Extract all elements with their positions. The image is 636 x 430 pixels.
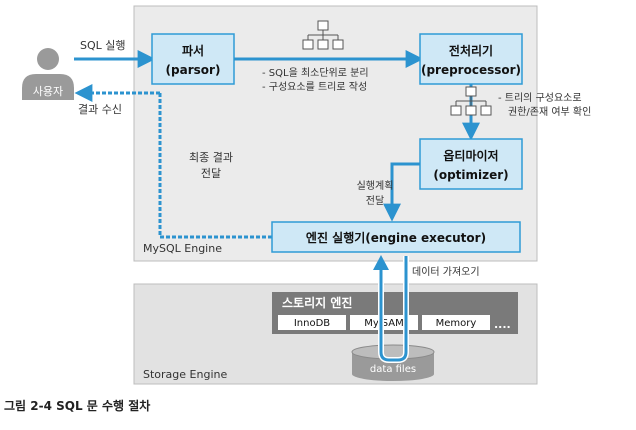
preprocessor-box bbox=[419, 33, 523, 85]
preprocessor-subtitle: (preprocessor) bbox=[421, 63, 521, 77]
data-files-label: data files bbox=[370, 364, 416, 375]
engine-memory-label: Memory bbox=[436, 318, 477, 329]
final-result-path bbox=[158, 93, 272, 239]
result-receive-label: 결과 수신 bbox=[78, 103, 122, 116]
final-result-label-line1: 최종 결과 bbox=[189, 151, 233, 164]
parser-title: 파서 bbox=[182, 43, 204, 58]
engine-memory-box bbox=[422, 315, 490, 330]
parser-note-1: - SQL을 최소단위로 분리 bbox=[262, 66, 369, 79]
engine-more-label: .... bbox=[494, 318, 511, 331]
parser-note-2: - 구성요소를 트리로 작성 bbox=[262, 81, 367, 93]
optimizer-to-executor-arrow bbox=[383, 162, 420, 222]
preprocessor-note-2: 권한/존재 여부 확인 bbox=[508, 106, 591, 118]
figure-caption: 그림 2-4 SQL 문 수행 절차 bbox=[4, 398, 150, 413]
tree-icon bbox=[450, 86, 492, 116]
fetch-data-arrowhead bbox=[373, 255, 389, 270]
engine-innodb-label: InnoDB bbox=[294, 318, 330, 329]
sql-request-label: SQL 실행 bbox=[80, 39, 126, 52]
fetch-data-arrow bbox=[379, 256, 408, 362]
executor-box bbox=[271, 221, 521, 253]
storage-engine-label: Storage Engine bbox=[143, 368, 227, 381]
mysql-engine-label: MySQL Engine bbox=[143, 242, 222, 255]
engine-innodb-box bbox=[278, 315, 346, 330]
parser-subtitle: (parsor) bbox=[166, 63, 221, 77]
fetch-data-label: 데이터 가져오기 bbox=[412, 266, 480, 278]
exec-plan-label-line2: 전달 bbox=[366, 195, 384, 207]
optimizer-title: 옵티마이저 bbox=[443, 148, 498, 163]
preprocessor-note-1: - 트리의 구성요소로 bbox=[498, 92, 582, 104]
optimizer-subtitle: (optimizer) bbox=[433, 168, 508, 182]
user-label: 사용자 bbox=[33, 85, 63, 98]
tree-icon bbox=[302, 20, 344, 50]
executor-title: 엔진 실행기(engine executor) bbox=[306, 230, 486, 245]
exec-plan-label-line1: 실행계획 bbox=[357, 180, 394, 192]
final-result-label-line2: 전달 bbox=[201, 167, 221, 180]
preprocessor-title: 전처리기 bbox=[449, 43, 493, 58]
optimizer-box bbox=[419, 138, 523, 190]
user-icon bbox=[22, 48, 74, 100]
storage-engine-title: 스토리지 엔진 bbox=[282, 295, 352, 310]
